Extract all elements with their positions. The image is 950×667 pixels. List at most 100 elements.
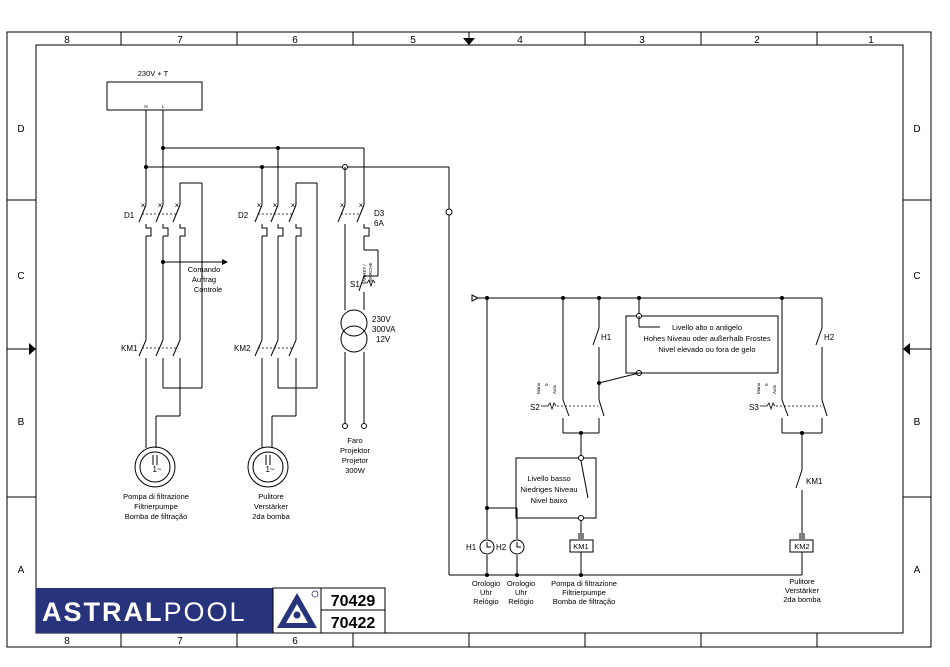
coil-km2-caption-2: Verstärker xyxy=(785,586,820,595)
motor1-caption-1: Pompa di filtrazione xyxy=(123,492,189,501)
motor-symbol: 1~ xyxy=(152,465,161,474)
contact-km1-aux: KM1 xyxy=(795,469,823,539)
zone-label: 3 xyxy=(639,35,645,46)
line-terminal: L xyxy=(162,104,165,109)
row-labels: D C B A D C B A xyxy=(17,124,920,576)
neutral-terminal: N xyxy=(144,104,147,109)
switch-s1-label: S1 xyxy=(350,280,360,289)
clock1-caption-1: Orologio xyxy=(472,579,500,588)
center-arrow-right xyxy=(903,343,917,355)
breaker-d3-label: D3 xyxy=(374,209,385,218)
s2-zero: 0 xyxy=(544,383,549,386)
row-label: B xyxy=(914,417,921,428)
clock1-caption-3: Relógio xyxy=(473,597,498,606)
contact-h2: H2 xyxy=(781,298,835,400)
clock2-caption-2: Uhr xyxy=(515,588,528,597)
command-label-2: Auftrag xyxy=(192,275,216,284)
switch-s1-tag1: ARRET / xyxy=(362,264,367,282)
center-arrow-top xyxy=(463,33,475,45)
coil-km1-caption-2: Filtrierpumpe xyxy=(562,588,606,597)
contact-h1-label: H1 xyxy=(601,333,612,342)
selector-s2-label: S2 xyxy=(530,403,540,412)
switch-s1-tag2: MARCHE xyxy=(368,262,373,282)
s3-auto: Auto xyxy=(772,384,777,394)
motor-booster-pump: 1~ Pulitore Verstärker 2da bomba xyxy=(247,446,291,521)
svg-text:×: × xyxy=(359,201,364,210)
selector-s2: Manu 0 Auto S2 xyxy=(530,382,605,458)
projector-label-4: 300W xyxy=(345,466,366,475)
coil-km2-caption-3: 2da bomba xyxy=(783,595,821,604)
selector-s3: Manu 0 Auto S3 xyxy=(749,382,828,470)
coil-km2-label: KM2 xyxy=(794,542,809,551)
row-label: A xyxy=(18,565,25,576)
clock1-caption-2: Uhr xyxy=(480,588,493,597)
zone-labels-top: 8 7 6 5 4 3 2 1 xyxy=(64,35,874,46)
zone-label: 7 xyxy=(177,35,183,46)
level-low-label-1: Livello basso xyxy=(527,474,570,483)
zone-label: 8 xyxy=(64,35,70,46)
coil-km2-caption-1: Pulitore xyxy=(789,577,814,586)
brand-logo-icon xyxy=(277,590,319,628)
brand-logo-wordmark: ASTRALPOOL xyxy=(42,597,247,627)
zone-label: 5 xyxy=(410,35,416,46)
motor-filtration-pump: 1~ Pompa di filtrazione Filtrierpumpe Bo… xyxy=(123,446,189,521)
contactor-km2: KM2 xyxy=(234,183,318,448)
breaker-d2: D2 × × × xyxy=(238,201,302,340)
s2-manu: Manu xyxy=(536,382,541,394)
svg-text:×: × xyxy=(257,201,262,210)
row-label: C xyxy=(17,271,24,282)
reference-code-1: 70429 xyxy=(331,593,376,610)
s2-auto: Auto xyxy=(552,384,557,394)
row-label: D xyxy=(17,124,24,135)
svg-text:×: × xyxy=(158,201,163,210)
supply-label: 230V + T xyxy=(138,69,169,78)
contact-h2-label: H2 xyxy=(824,333,835,342)
breaker-d3: × × D3 6A xyxy=(337,201,385,310)
s3-manu: Manu xyxy=(756,382,761,394)
level-low-sensor: Livello basso Niedriges Niveau Nivel bai… xyxy=(515,455,597,539)
coil-km1-caption-3: Bomba de filtração xyxy=(553,597,616,606)
timer-h1: H1 Orologio Uhr Relógio xyxy=(466,539,500,606)
coil-km2: KM2 Pulitore Verstärker 2da bomba xyxy=(783,533,822,604)
breaker-d2-label: D2 xyxy=(238,211,249,220)
svg-text:×: × xyxy=(340,201,345,210)
projector-label-3: Projetor xyxy=(342,456,369,465)
timer-branches xyxy=(485,298,518,575)
zone-label: 6 xyxy=(292,636,298,647)
contactor-km2-label: KM2 xyxy=(234,344,251,353)
transformer-label-2: 300VA xyxy=(372,325,396,334)
zone-label: 6 xyxy=(292,35,298,46)
zone-label: 1 xyxy=(868,35,874,46)
projector-label-1: Faro xyxy=(347,436,362,445)
zone-label: 7 xyxy=(177,636,183,647)
breaker-d1: D1 × × × xyxy=(124,201,186,340)
timer-h2-label: H2 xyxy=(496,543,507,552)
level-high-label-1: Livello alto o antigelo xyxy=(672,323,742,332)
motor1-caption-2: Filtrierpumpe xyxy=(134,502,178,511)
drawing-frame xyxy=(6,31,932,648)
command-signal: Comando Auftrag Controle xyxy=(161,259,228,294)
motor2-caption-1: Pulitore xyxy=(258,492,283,501)
level-low-label-3: Nivel baixo xyxy=(531,496,568,505)
zone-label: 8 xyxy=(64,636,70,647)
row-label: D xyxy=(913,124,920,135)
row-label: B xyxy=(18,417,25,428)
title-block: ASTRALPOOL 70429 70422 xyxy=(36,587,386,634)
motor-symbol: 1~ xyxy=(265,465,274,474)
level-high-label-3: Nivel elevado ou fora de gelo xyxy=(658,345,755,354)
clock2-caption-3: Relógio xyxy=(508,597,533,606)
svg-text:×: × xyxy=(273,201,278,210)
contact-h1: H1 xyxy=(562,298,612,400)
row-label: A xyxy=(914,565,921,576)
s3-zero: 0 xyxy=(764,383,769,386)
zone-label: 2 xyxy=(754,35,760,46)
supply-wiring xyxy=(144,110,453,575)
zone-label: 4 xyxy=(517,35,523,46)
coil-km1: KM1 Pompa di filtrazione Filtrierpumpe B… xyxy=(551,533,617,606)
timer-h2: H2 Orologio Uhr Relógio xyxy=(496,539,535,606)
level-high-sensor: Livello alto o antigelo Hohes Niveau ode… xyxy=(598,298,779,384)
motor2-caption-2: Verstärker xyxy=(254,502,289,511)
svg-text:×: × xyxy=(175,201,180,210)
projector-label-2: Projektor xyxy=(340,446,371,455)
